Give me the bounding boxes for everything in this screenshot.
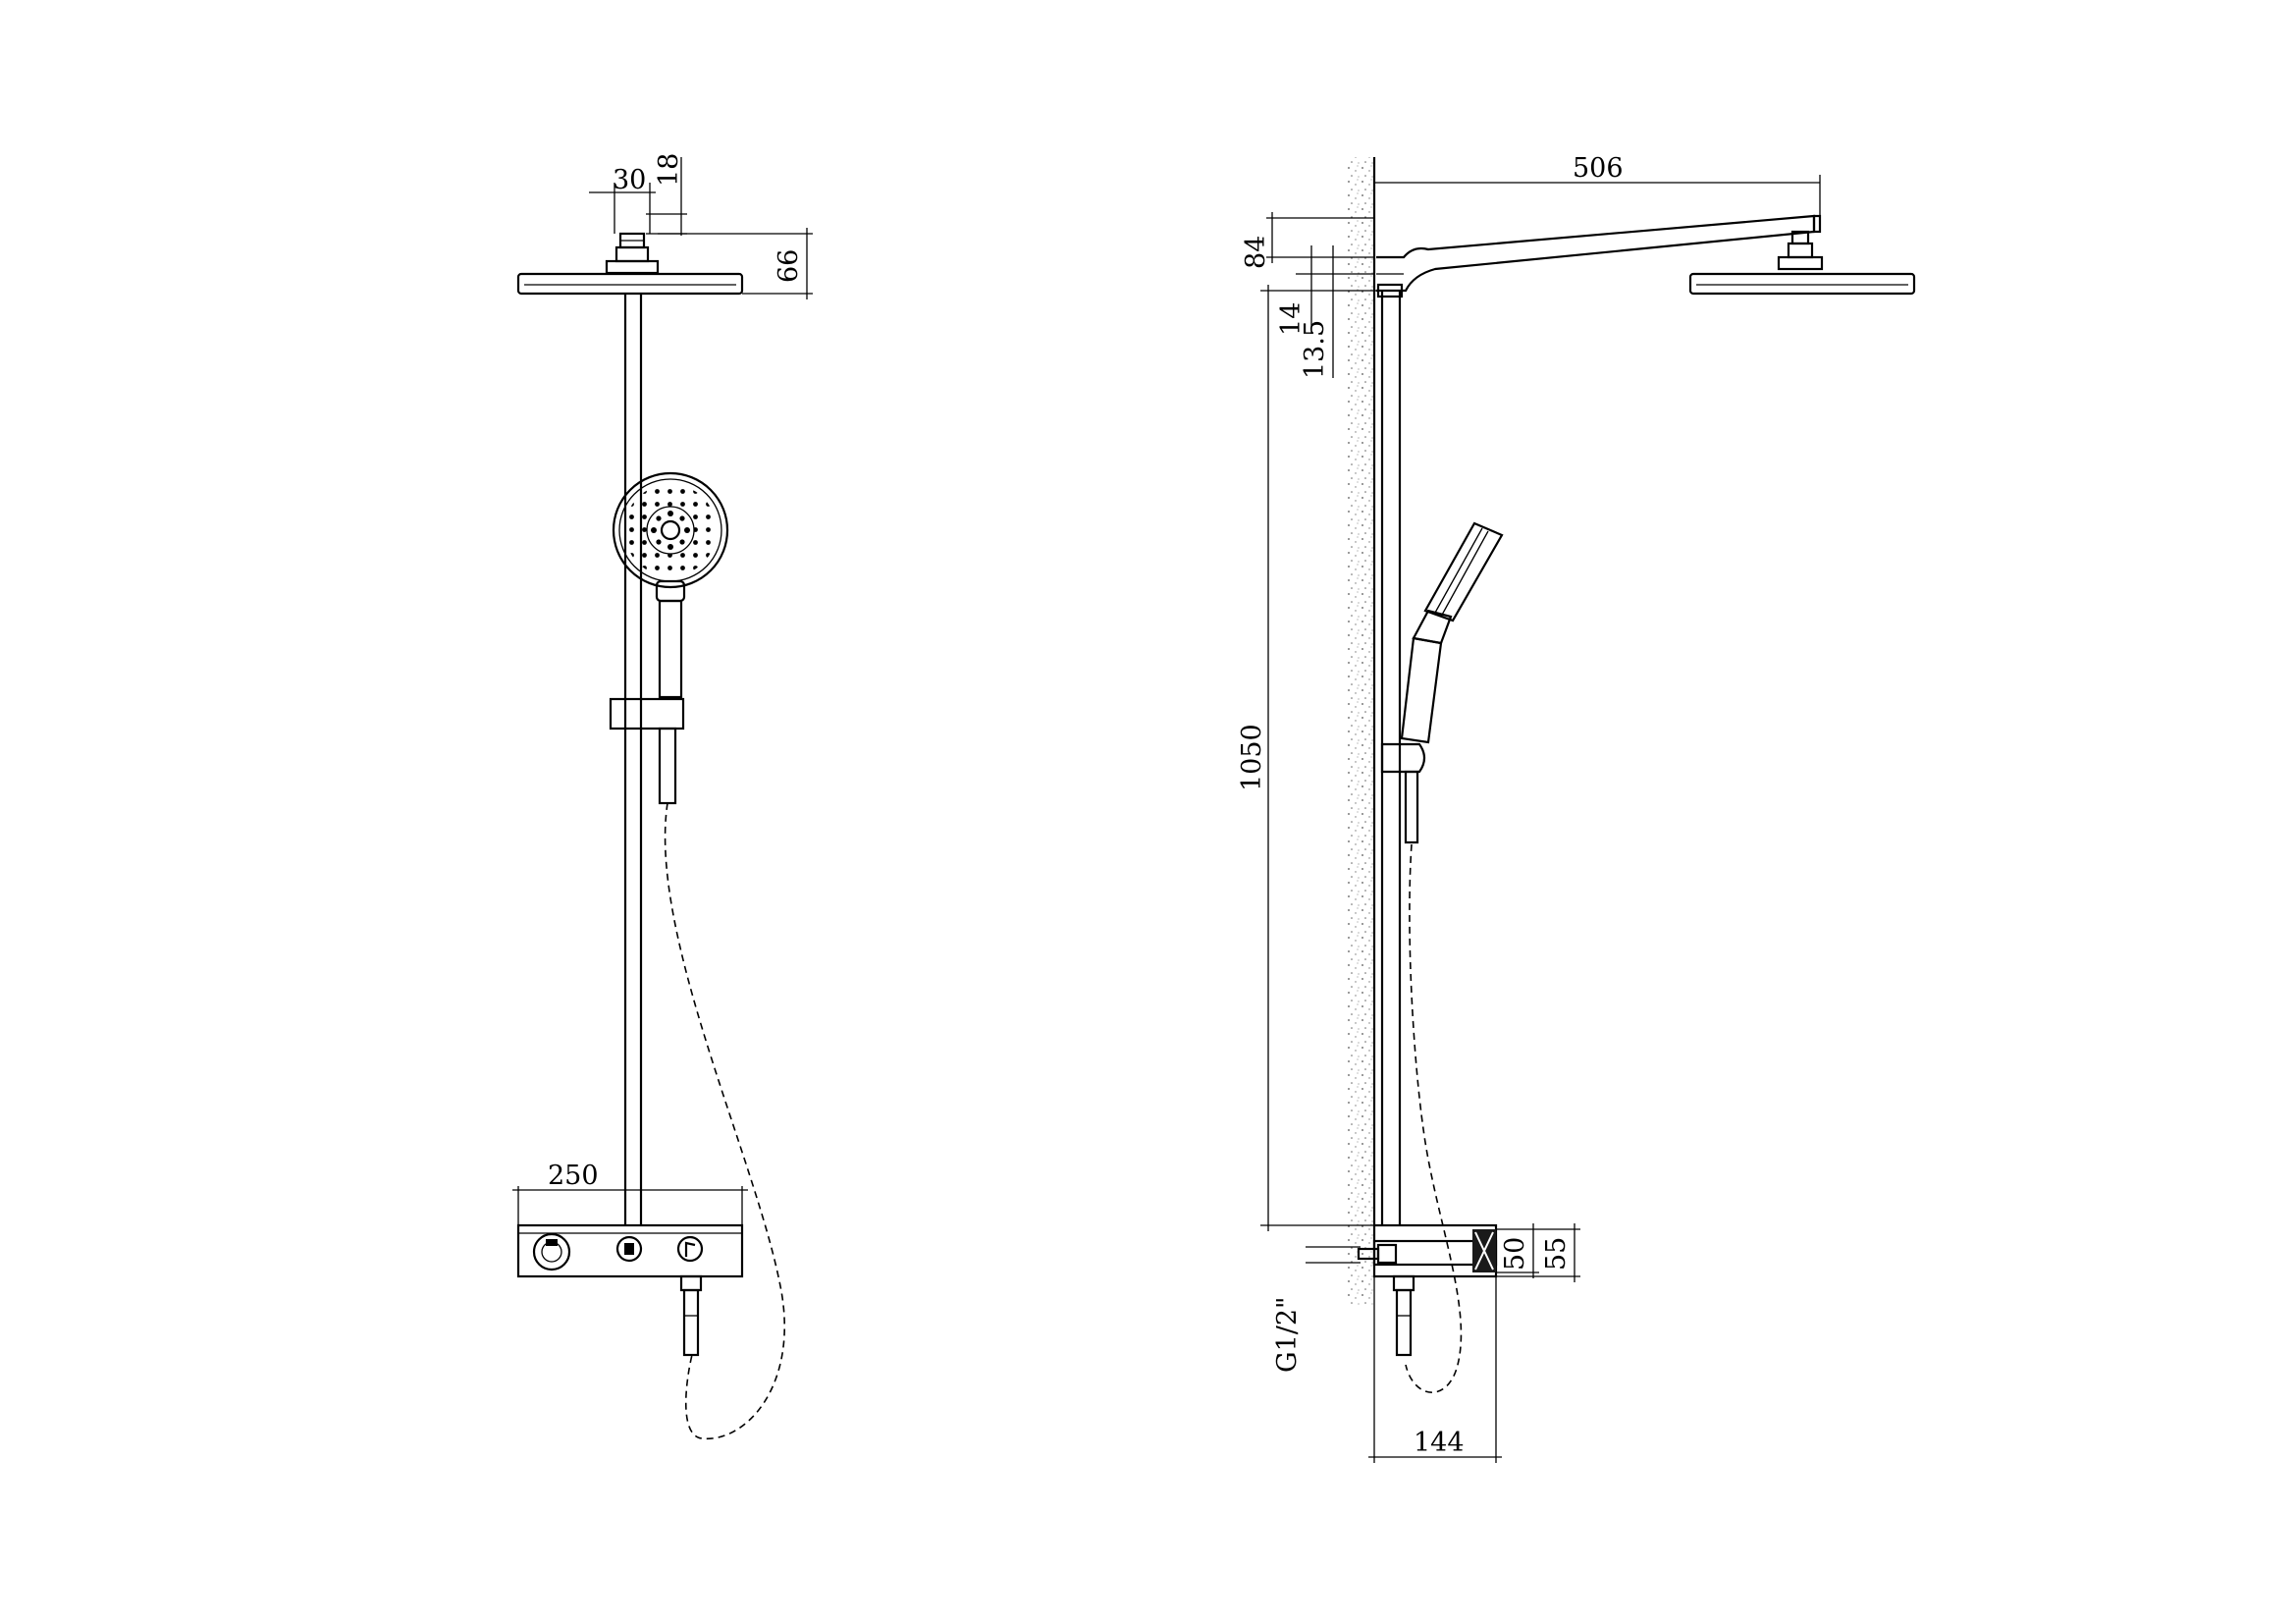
front-view: 30 18 66 250 [512, 153, 813, 1439]
dim-side-rail-height: 1050 [1237, 724, 1267, 791]
dim-side-panel-depth: 144 [1414, 1428, 1465, 1458]
dim-side-arm-reach: 506 [1573, 153, 1624, 184]
front-inlet-pipe [679, 1274, 703, 1357]
dim-side-tube-gap-b: 13.5 [1300, 320, 1330, 379]
side-hose [1405, 843, 1463, 1393]
side-overhead-shower-head [1688, 230, 1916, 296]
side-view: 506 84 14 13.5 1050 50 55 [1237, 153, 1916, 1463]
hand-shower-button-icon [676, 1235, 704, 1263]
front-control-panel [516, 1223, 744, 1278]
side-overhead-arm [1376, 214, 1822, 293]
dim-side-tube-gap-a: 14 [1276, 302, 1307, 336]
dim-front-top-height: 18 [654, 153, 684, 187]
overhead-button-icon [615, 1235, 643, 1263]
side-control-panel [1357, 1223, 1498, 1278]
side-wall [1347, 157, 1376, 1306]
front-top-connector [605, 232, 660, 275]
side-hand-shower [1400, 521, 1504, 744]
thermostat-dial-icon [532, 1232, 571, 1271]
dim-side-inlet-thread: G1/2" [1272, 1297, 1303, 1373]
dim-front-panel-width: 250 [548, 1161, 599, 1191]
dim-side-panel-outer: 55 [1541, 1237, 1572, 1271]
dim-front-top-width: 30 [613, 165, 646, 195]
front-dimensions: 30 18 66 250 [512, 153, 813, 1225]
front-rail [623, 294, 643, 1225]
side-inlet-pipe [1392, 1274, 1415, 1357]
dim-side-arm-drop: 84 [1241, 236, 1271, 269]
side-dimensions: 506 84 14 13.5 1050 50 55 [1237, 153, 1821, 1463]
dim-front-head-thickness: 66 [774, 249, 804, 283]
front-slider [609, 697, 685, 805]
front-hose [664, 802, 785, 1439]
dim-side-panel-inner: 50 [1500, 1237, 1530, 1271]
side-slider [1380, 742, 1426, 844]
front-hand-shower [612, 471, 729, 699]
front-overhead-shower-head [516, 272, 744, 296]
